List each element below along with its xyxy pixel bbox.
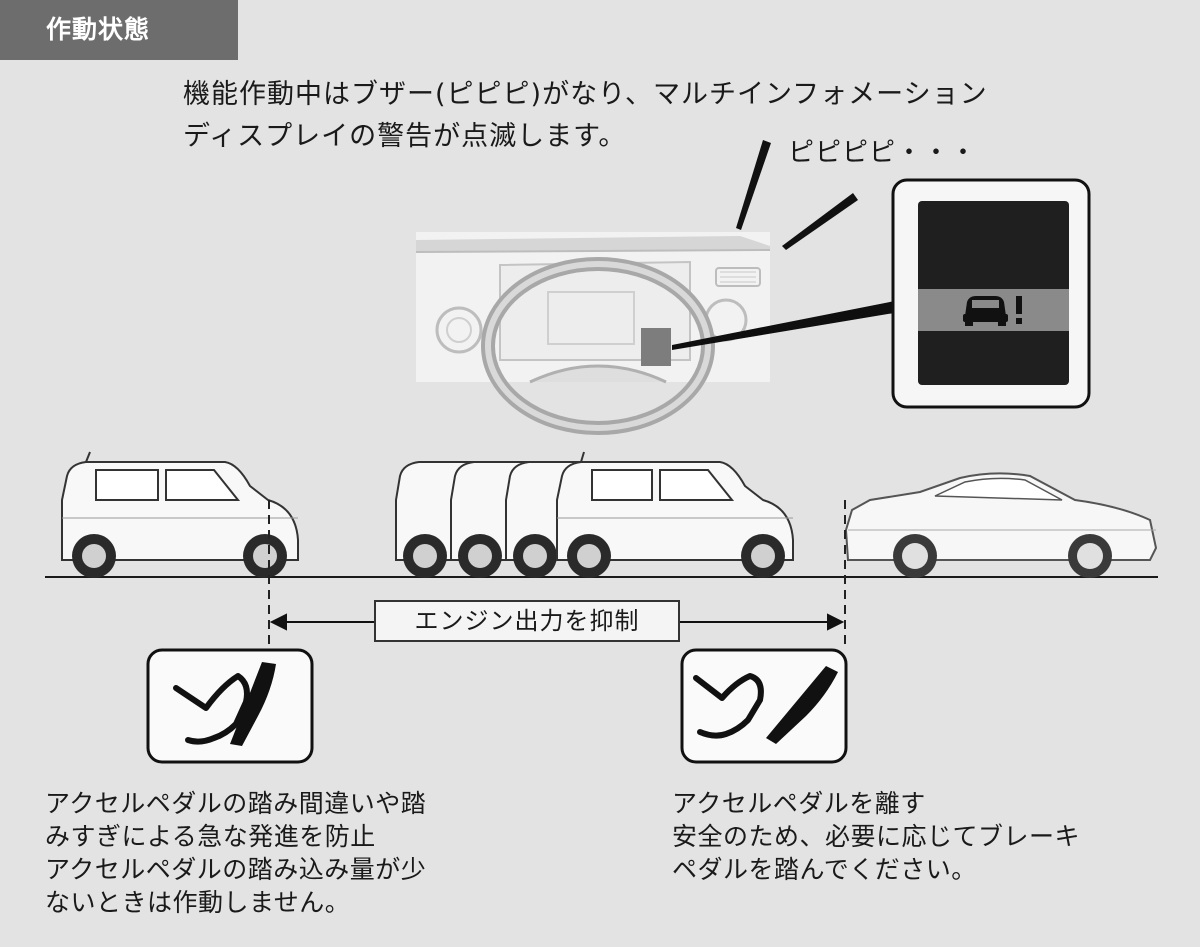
callout-pointer xyxy=(672,300,900,350)
double-arrow-icon xyxy=(269,613,845,631)
buzzer-sound-text: ピピピピ・・・ xyxy=(788,138,978,168)
multi-info-display xyxy=(891,178,1091,409)
obstacle-car xyxy=(844,472,1158,578)
car-warning-icon xyxy=(963,296,1022,326)
dashboard-illustration xyxy=(415,232,771,435)
section-title: 作動状態 xyxy=(0,0,238,60)
engine-suppression-label: エンジン出力を抑制 xyxy=(374,600,680,642)
caption-line-2: ディスプレイの警告が点滅します。 xyxy=(183,121,627,152)
pedal-released-icon xyxy=(680,648,848,764)
speaker-lines-icon xyxy=(736,140,858,250)
host-car-left xyxy=(61,451,299,578)
pedal-pressed-icon xyxy=(146,648,314,764)
left-description-line-2: みすぎによる急な発進を防止 xyxy=(45,822,376,851)
left-description-line-1: アクセルペダルの踏み間違いや踏 xyxy=(45,789,427,818)
caption-line-1: 機能作動中はブザー(ピピピ)がなり、マルチインフォメーション xyxy=(183,79,988,110)
right-description-line-1: アクセルペダルを離す xyxy=(672,789,926,818)
right-description: アクセルペダルを離す 安全のため、必要に応じてブレーキ ペダルを踏んでください。 xyxy=(672,787,1080,886)
right-description-line-3: ペダルを踏んでください。 xyxy=(672,855,977,884)
left-description-line-3: アクセルペダルの踏み込み量が少 xyxy=(45,855,427,884)
warning-caption: 機能作動中はブザー(ピピピ)がなり、マルチインフォメーション ディスプレイの警告… xyxy=(183,74,988,158)
right-description-line-2: 安全のため、必要に応じてブレーキ xyxy=(672,822,1081,851)
left-description-line-4: ないときは作動しません。 xyxy=(45,888,351,917)
left-description: アクセルペダルの踏み間違いや踏 みすぎによる急な発進を防止 アクセルペダルの踏み… xyxy=(45,787,426,919)
host-car-moving xyxy=(556,451,794,578)
